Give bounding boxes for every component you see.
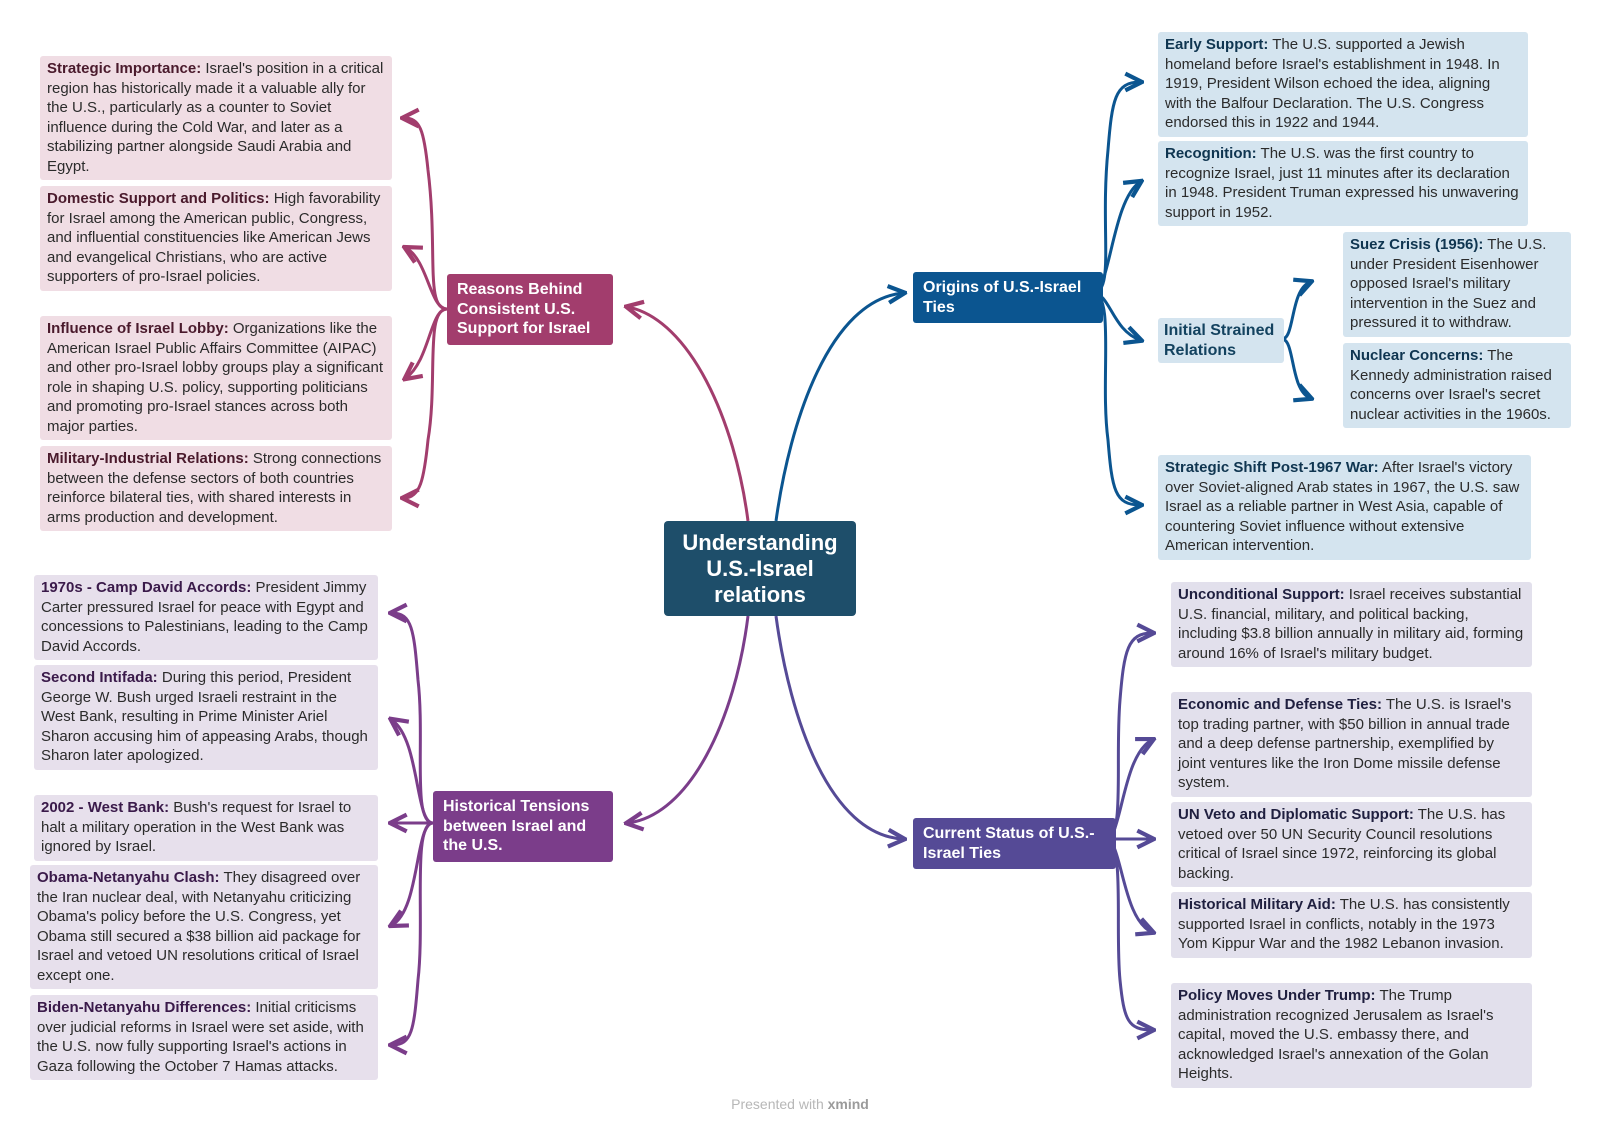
- reason-text: Israel's position in a critical region h…: [47, 60, 384, 175]
- link-central-reasons: [628, 307, 750, 522]
- tension-biden-netanyahu[interactable]: Biden-Netanyahu Differences: Initial cri…: [30, 995, 378, 1080]
- origin-head: Strategic Shift Post-1967 War:: [1165, 459, 1379, 476]
- footer-brand: xmind: [827, 1096, 869, 1112]
- topic-current-label: Current Status of U.S.-Israel Ties: [923, 825, 1095, 862]
- reason-strategic-importance[interactable]: Strategic Importance: Israel's position …: [40, 56, 392, 180]
- topic-current[interactable]: Current Status of U.S.-Israel Ties: [913, 818, 1116, 869]
- current-text: Israel receives substantial U.S. financi…: [1178, 586, 1524, 662]
- current-text: The Trump administration recognized Jeru…: [1178, 987, 1494, 1082]
- strained-suez-crisis[interactable]: Suez Crisis (1956): The U.S. under Presi…: [1343, 232, 1571, 337]
- reason-military-industrial[interactable]: Military-Industrial Relations: Strong co…: [40, 446, 392, 531]
- tension-camp-david[interactable]: 1970s - Camp David Accords: President Ji…: [34, 575, 378, 660]
- current-unconditional-support[interactable]: Unconditional Support: Israel receives s…: [1171, 582, 1532, 667]
- strained-relations-label: Initial Strained Relations: [1164, 322, 1275, 359]
- reason-text: High favorability for Israel among the A…: [47, 190, 381, 285]
- tension-head: Biden-Netanyahu Differences:: [37, 999, 252, 1016]
- origin-head: Early Support:: [1165, 36, 1269, 53]
- tension-head: Second Intifada:: [41, 669, 158, 686]
- origin-head: Recognition:: [1165, 145, 1257, 162]
- reason-text: Strong connections between the defense s…: [47, 450, 382, 526]
- topic-origins-label: Origins of U.S.-Israel Ties: [923, 279, 1082, 316]
- tension-head: 1970s - Camp David Accords:: [41, 579, 252, 596]
- current-head: Economic and Defense Ties:: [1178, 696, 1382, 713]
- tension-head: Obama-Netanyahu Clash:: [37, 869, 220, 886]
- current-text: The U.S. is Israel's top trading partner…: [1178, 696, 1512, 791]
- current-head: Unconditional Support:: [1178, 586, 1345, 603]
- reason-head: Strategic Importance:: [47, 60, 202, 77]
- current-historical-aid[interactable]: Historical Military Aid: The U.S. has co…: [1171, 892, 1532, 958]
- topic-tensions[interactable]: Historical Tensions between Israel and t…: [433, 791, 613, 862]
- topic-origins[interactable]: Origins of U.S.-Israel Ties: [913, 272, 1103, 323]
- link-central-origins: [774, 293, 903, 522]
- reason-domestic-support[interactable]: Domestic Support and Politics: High favo…: [40, 186, 392, 291]
- strained-text: The U.S. under President Eisenhower oppo…: [1350, 236, 1547, 331]
- origin-text: The U.S. supported a Jewish homeland bef…: [1165, 36, 1500, 131]
- tension-obama-netanyahu[interactable]: Obama-Netanyahu Clash: They disagreed ov…: [30, 865, 378, 989]
- strained-text: The Kennedy administration raised concer…: [1350, 347, 1552, 423]
- reason-head: Military-Industrial Relations:: [47, 450, 249, 467]
- reason-text: Organizations like the American Israel P…: [47, 320, 384, 435]
- tension-text: Bush's request for Israel to halt a mili…: [41, 799, 352, 855]
- strained-nuclear-concerns[interactable]: Nuclear Concerns: The Kennedy administra…: [1343, 343, 1571, 428]
- origin-text: After Israel's victory over Soviet-align…: [1165, 459, 1520, 554]
- tension-text: During this period, President George W. …: [41, 669, 368, 764]
- current-head: Historical Military Aid:: [1178, 896, 1336, 913]
- strained-head: Nuclear Concerns:: [1350, 347, 1484, 364]
- origin-strategic-shift[interactable]: Strategic Shift Post-1967 War: After Isr…: [1158, 455, 1531, 560]
- topic-reasons-label: Reasons Behind Consistent U.S. Support f…: [457, 281, 591, 337]
- central-topic[interactable]: Understanding U.S.-Israel relations: [664, 521, 856, 616]
- reason-head: Domestic Support and Politics:: [47, 190, 270, 207]
- reason-head: Influence of Israel Lobby:: [47, 320, 229, 337]
- current-text: The U.S. has vetoed over 50 UN Security …: [1178, 806, 1506, 882]
- footer-prefix: Presented with: [731, 1096, 824, 1112]
- link-central-current: [774, 615, 903, 839]
- current-text: The U.S. has consistently supported Isra…: [1178, 896, 1510, 952]
- current-head: UN Veto and Diplomatic Support:: [1178, 806, 1414, 823]
- tension-west-bank[interactable]: 2002 - West Bank: Bush's request for Isr…: [34, 795, 378, 861]
- central-topic-label: Understanding U.S.-Israel relations: [682, 529, 838, 607]
- strained-head: Suez Crisis (1956):: [1350, 236, 1484, 253]
- current-un-veto[interactable]: UN Veto and Diplomatic Support: The U.S.…: [1171, 802, 1532, 887]
- origin-text: The U.S. was the first country to recogn…: [1165, 145, 1519, 221]
- origin-strained-relations[interactable]: Initial Strained Relations: [1158, 318, 1284, 363]
- tension-text: Initial criticisms over judicial reforms…: [37, 999, 364, 1075]
- reason-israel-lobby[interactable]: Influence of Israel Lobby: Organizations…: [40, 316, 392, 440]
- origin-early-support[interactable]: Early Support: The U.S. supported a Jewi…: [1158, 32, 1528, 137]
- tension-second-intifada[interactable]: Second Intifada: During this period, Pre…: [34, 665, 378, 770]
- current-head: Policy Moves Under Trump:: [1178, 987, 1376, 1004]
- tension-head: 2002 - West Bank:: [41, 799, 170, 816]
- origin-recognition[interactable]: Recognition: The U.S. was the first coun…: [1158, 141, 1528, 226]
- topic-tensions-label: Historical Tensions between Israel and t…: [443, 798, 590, 854]
- link-central-tensions: [628, 615, 750, 823]
- tension-text: President Jimmy Carter pressured Israel …: [41, 579, 368, 655]
- current-trump-policy[interactable]: Policy Moves Under Trump: The Trump admi…: [1171, 983, 1532, 1088]
- current-economic-defense[interactable]: Economic and Defense Ties: The U.S. is I…: [1171, 692, 1532, 797]
- topic-reasons[interactable]: Reasons Behind Consistent U.S. Support f…: [447, 274, 613, 345]
- tension-text: They disagreed over the Iran nuclear dea…: [37, 869, 361, 984]
- footer-credit: Presented with xmind: [0, 1096, 1600, 1112]
